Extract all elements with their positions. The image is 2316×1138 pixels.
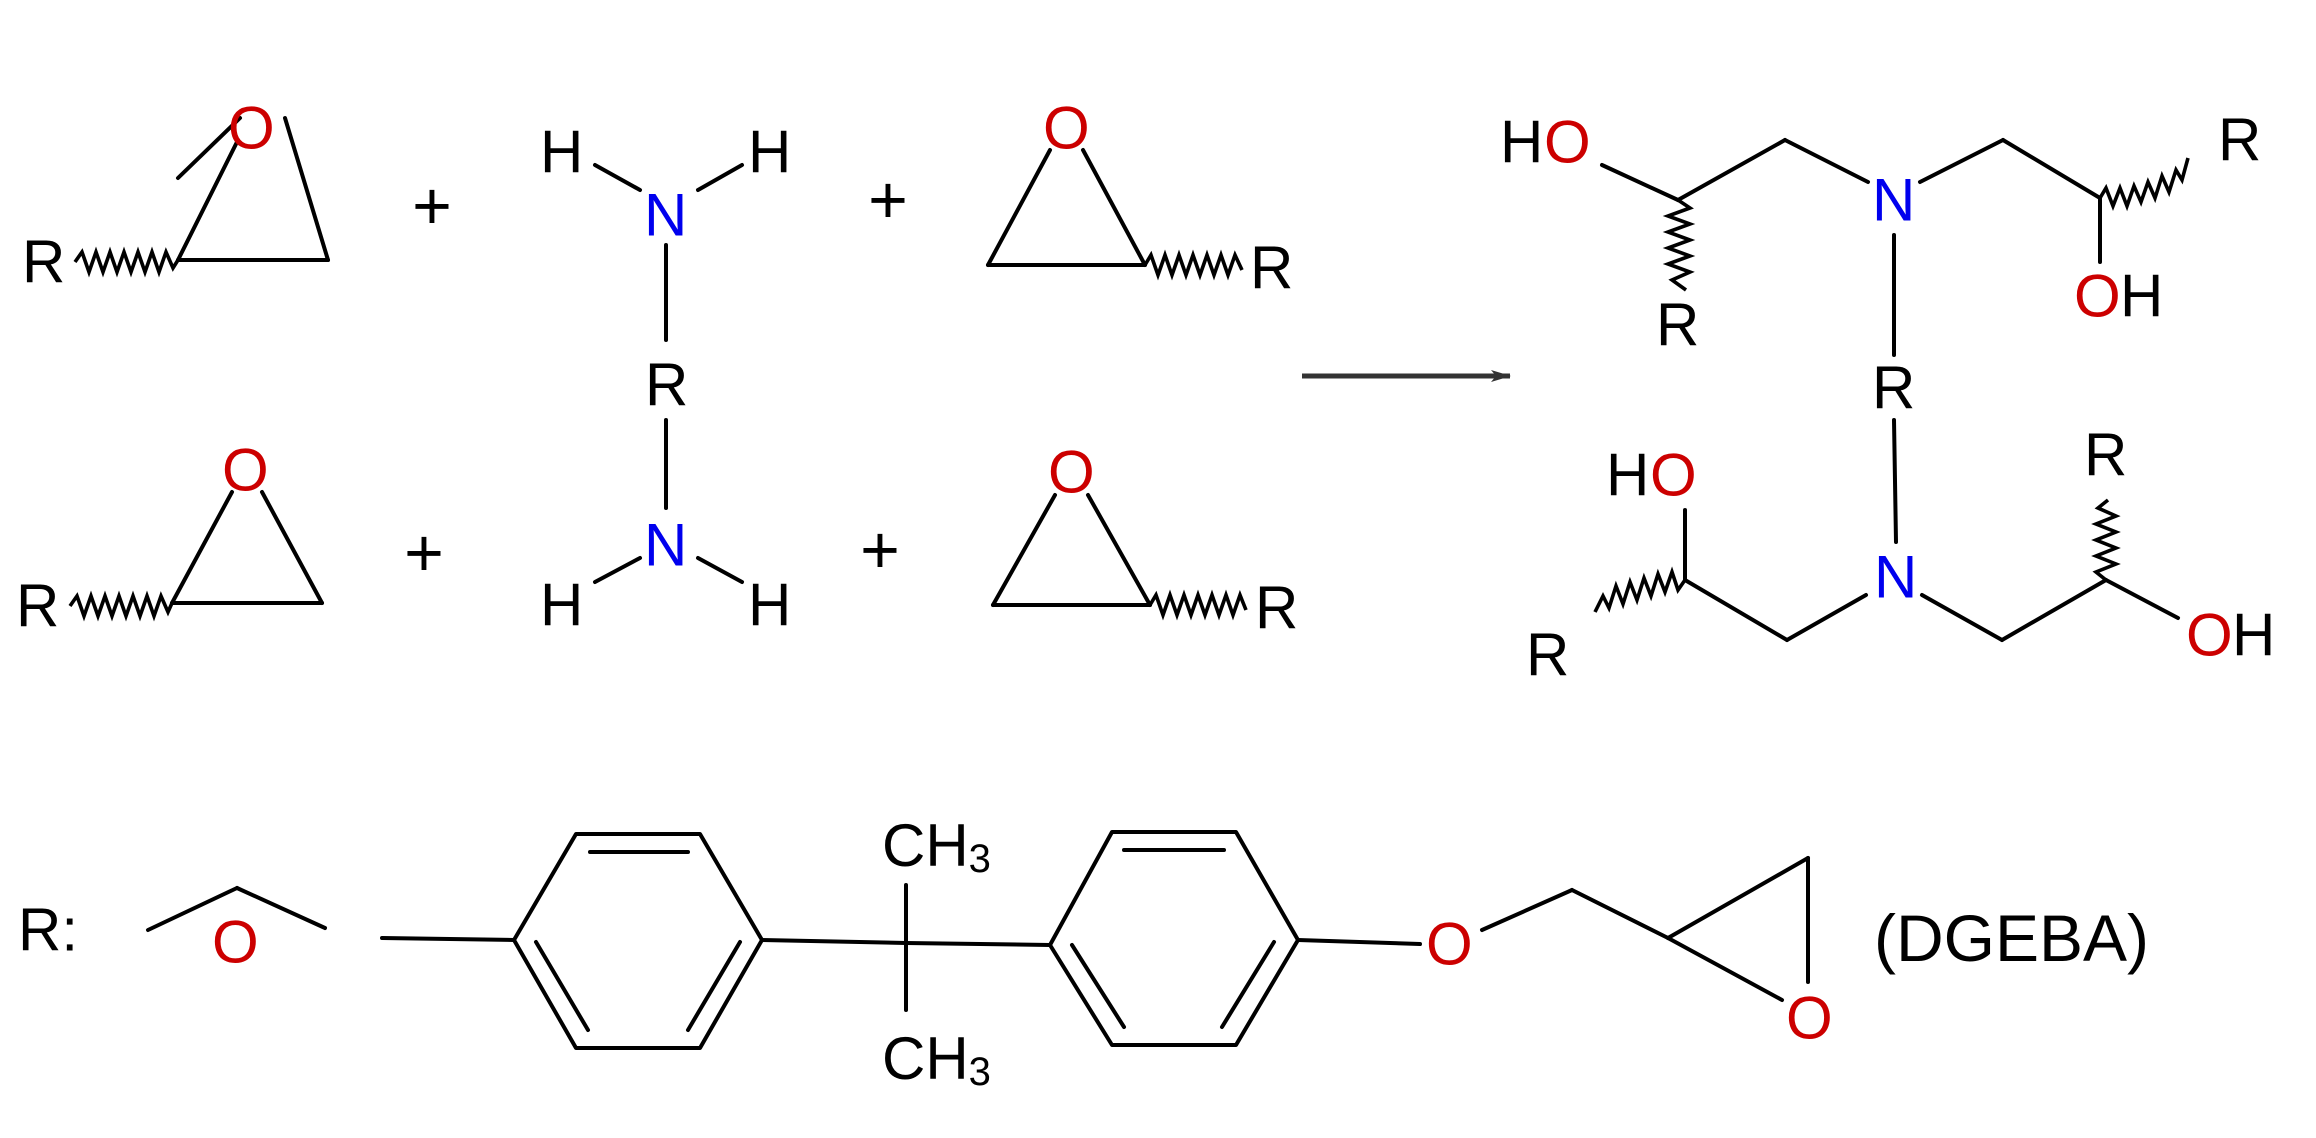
oxygen-atom: O [2074,263,2121,330]
oxygen-atom: O [2186,602,2233,669]
plus-sign: + [412,168,452,244]
diamine-top-half: H H N R N H H [540,119,791,639]
wavy-bond [1593,566,1687,613]
nitrogen-atom: N [1872,167,1915,234]
r-group-label: R [1250,235,1293,302]
r-group-label: R [1872,355,1915,422]
hydrogen-atom: H [540,572,583,639]
benzene-ring-right [1048,830,1300,1047]
oxygen-atom: O [1544,109,1591,176]
plus-sign: + [860,512,900,588]
hydrogen-atom: H [1500,109,1543,176]
r-group-label: R [1526,622,1569,689]
methyl-group: CH3 [882,1025,991,1095]
wavy-bond [1148,589,1248,621]
oxygen-atom: O [1426,911,1473,978]
oxygen-atom: O [228,95,275,162]
oxygen-atom: O [1043,95,1090,162]
r-group-label: R [2218,107,2261,174]
plus-sign: + [868,162,908,238]
wavy-bond [1143,249,1244,281]
compound-name: (DGEBA) [1874,901,2149,975]
r-group-label: R [1255,575,1298,642]
r-group-label: R [1656,292,1699,359]
wavy-bond [1662,198,1696,292]
epoxide-top-left: R O [22,95,330,296]
r-definition-label: R: [18,897,78,964]
hydrogen-atom: H [748,119,791,186]
epoxide-bottom-left: R O [16,437,324,640]
oxygen-atom: O [1048,439,1095,506]
crosslinked-product: H O N R R O H R H O R N R O H [1500,107,2275,689]
hydrogen-atom: H [748,572,791,639]
wavy-bond [2098,157,2190,212]
nitrogen-atom: N [644,182,687,249]
wavy-bond [73,246,180,278]
hydrogen-atom: H [540,119,583,186]
nitrogen-atom: N [644,512,687,579]
wavy-bond [68,590,174,622]
oxygen-atom: O [1650,442,1697,509]
r-group-label: R [22,229,65,296]
oxygen-atom: O [222,437,269,504]
epoxide-top-right: O R [986,95,1293,302]
methyl-group: CH3 [882,812,991,882]
oxygen-atom: O [1786,985,1833,1052]
r-group-definition: R: CH3 CH3 [18,812,2149,1095]
hydrogen-atom: H [2120,263,2163,330]
r-group-label: R [645,352,688,419]
oxygen-atom: O [212,909,259,976]
wavy-bond [2091,498,2121,582]
r-group-label: R [16,573,59,640]
benzene-ring-left [512,832,764,1050]
hydrogen-atom: H [1606,442,1649,509]
epoxide-bottom-right: O R [991,439,1298,642]
plus-sign: + [404,515,444,591]
r-group-label: R [2084,422,2127,489]
nitrogen-atom: N [1874,544,1917,611]
hydrogen-atom: H [2232,602,2275,669]
